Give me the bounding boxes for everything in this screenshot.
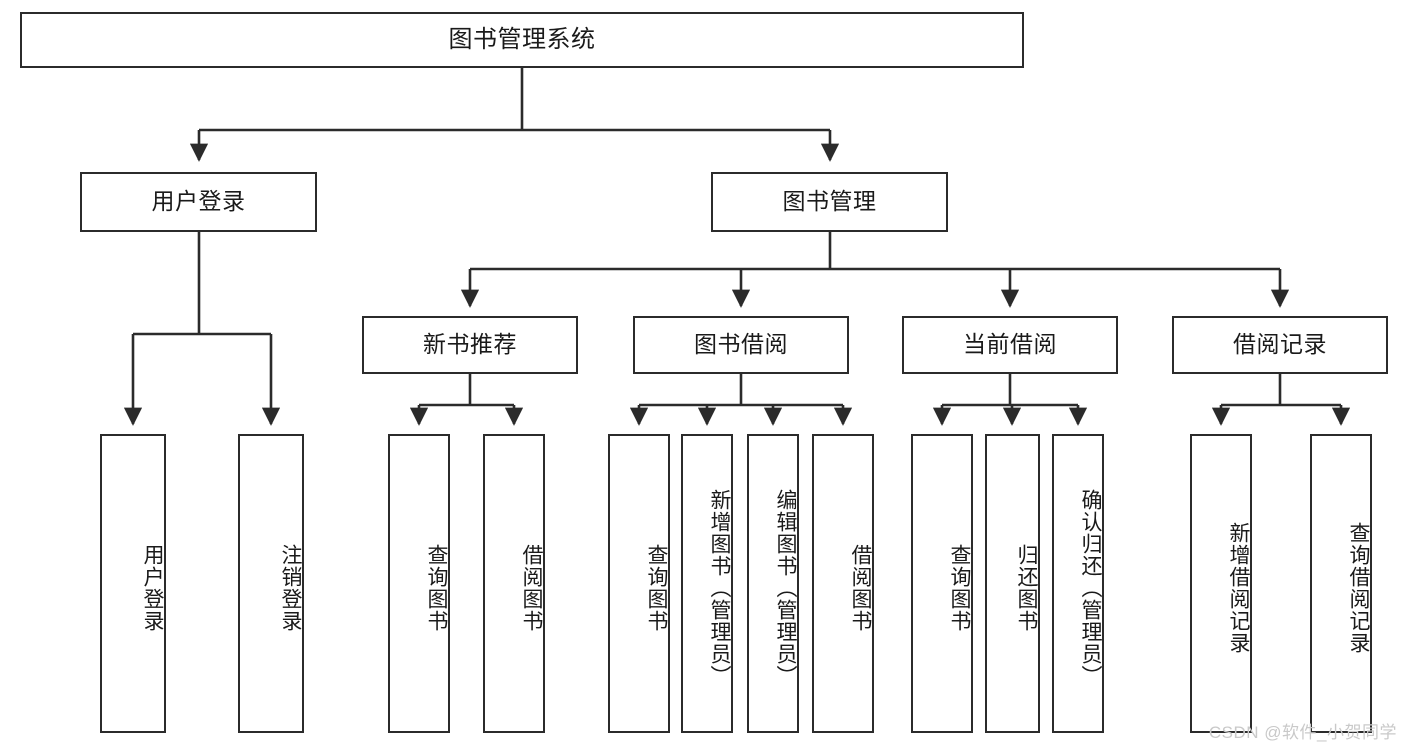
node-leaf-query-book-recommend-label: 查询图书	[425, 543, 448, 632]
node-borrow-record-label: 借阅记录	[1233, 331, 1327, 358]
node-book-borrow-label: 图书借阅	[694, 331, 788, 358]
node-leaf-borrow-book-label: 借阅图书	[849, 543, 872, 632]
node-new-book-recommend-label: 新书推荐	[423, 331, 517, 358]
node-leaf-borrow-book-recommend-label: 借阅图书	[520, 543, 543, 632]
node-leaf-add-book[interactable]: 新增图书（管理员）	[681, 434, 733, 733]
csdn-watermark: CSDN @软件_小贺同学	[1208, 723, 1397, 742]
node-leaf-query-borrow-record[interactable]: 查询借阅记录	[1310, 434, 1372, 733]
node-leaf-user-login-label: 用户登录	[141, 543, 164, 632]
node-leaf-edit-book-label: 编辑图书（管理员）	[774, 488, 797, 687]
node-leaf-add-book-label: 新增图书（管理员）	[708, 488, 731, 687]
node-leaf-query-book-borrow-label: 查询图书	[645, 543, 668, 632]
node-leaf-user-login[interactable]: 用户登录	[100, 434, 166, 733]
node-leaf-add-borrow-record-label: 新增借阅记录	[1227, 521, 1250, 654]
node-leaf-return-book[interactable]: 归还图书	[985, 434, 1040, 733]
node-borrow-record[interactable]: 借阅记录	[1172, 316, 1388, 374]
node-book-manage[interactable]: 图书管理	[711, 172, 948, 232]
node-book-borrow[interactable]: 图书借阅	[633, 316, 849, 374]
node-leaf-borrow-book[interactable]: 借阅图书	[812, 434, 874, 733]
node-user-login[interactable]: 用户登录	[80, 172, 317, 232]
node-leaf-query-book-borrow[interactable]: 查询图书	[608, 434, 670, 733]
node-leaf-user-logout[interactable]: 注销登录	[238, 434, 304, 733]
node-user-login-label: 用户登录	[151, 188, 246, 215]
node-new-book-recommend[interactable]: 新书推荐	[362, 316, 578, 374]
node-leaf-query-borrow-record-label: 查询借阅记录	[1347, 521, 1370, 654]
node-leaf-add-borrow-record[interactable]: 新增借阅记录	[1190, 434, 1252, 733]
node-leaf-edit-book[interactable]: 编辑图书（管理员）	[747, 434, 799, 733]
node-leaf-query-book-recommend[interactable]: 查询图书	[388, 434, 450, 733]
node-root-label: 图书管理系统	[448, 25, 596, 53]
node-book-manage-label: 图书管理	[782, 188, 877, 215]
node-root-system[interactable]: 图书管理系统	[20, 12, 1024, 68]
node-leaf-user-logout-label: 注销登录	[279, 543, 302, 632]
node-current-borrow[interactable]: 当前借阅	[902, 316, 1118, 374]
node-current-borrow-label: 当前借阅	[963, 331, 1057, 358]
node-leaf-query-book-current-label: 查询图书	[948, 543, 971, 632]
node-leaf-query-book-current[interactable]: 查询图书	[911, 434, 973, 733]
node-leaf-confirm-return[interactable]: 确认归还（管理员）	[1052, 434, 1104, 733]
node-leaf-confirm-return-label: 确认归还（管理员）	[1079, 488, 1102, 687]
node-leaf-borrow-book-recommend[interactable]: 借阅图书	[483, 434, 545, 733]
node-leaf-return-book-label: 归还图书	[1015, 543, 1038, 632]
